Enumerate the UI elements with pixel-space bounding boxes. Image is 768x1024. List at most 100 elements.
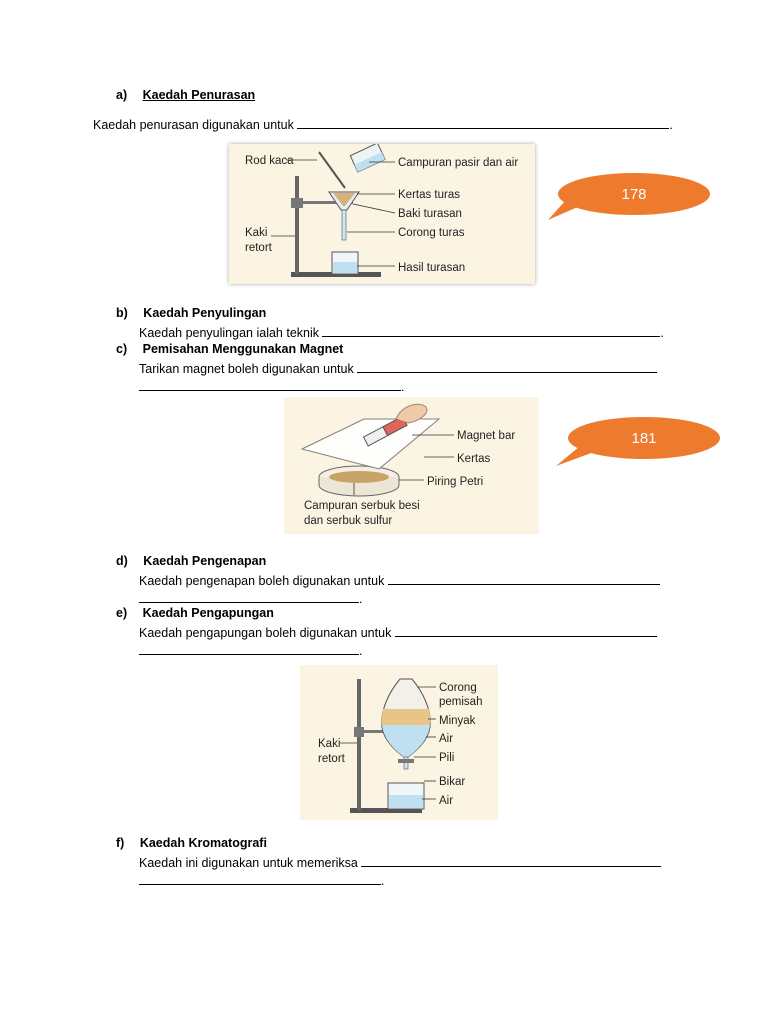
end-mark: . [359,644,363,658]
end-mark: . [359,592,363,606]
section-letter: c) [116,342,128,356]
tap-icon [398,759,414,763]
label-stand-2: retort [245,242,273,254]
section-title: Pemisahan Menggunakan Magnet [142,342,344,356]
answer-blank[interactable] [139,590,359,603]
label-tap: Pili [439,752,454,764]
label-stand-2: retort [318,753,346,765]
label-water: Air [439,733,453,745]
section-e-question-cont: . [139,642,362,658]
label-beaker: Bikar [439,776,465,788]
section-title: Kaedah Pengapungan [142,606,274,620]
label-magnet: Magnet bar [457,430,515,442]
magnet-figure: Magnet bar Kertas Piring Petri Campuran … [284,397,539,534]
section-letter: b) [116,306,128,320]
section-letter: f) [116,836,125,850]
beaker-water [389,795,423,808]
answer-blank[interactable] [139,378,401,391]
answer-blank[interactable] [357,360,658,373]
section-letter: a) [116,88,128,102]
section-title: Kaedah Kromatografi [139,836,267,850]
label-oil: Minyak [439,715,476,727]
label-funnel-1: Corong [439,682,477,694]
hand-icon [395,403,428,424]
clamp-arm [364,730,398,733]
label-rod: Rod kaca [245,155,294,167]
label-paper: Kertas turas [398,189,460,201]
label-funnel-2: pemisah [439,696,482,708]
powder-mix [329,471,389,483]
glass-rod [318,151,346,189]
question-text: Tarikan magnet boleh digunakan untuk [139,362,354,376]
funnel-stem [341,209,347,241]
section-a-question: Kaedah penurasan digunakan untuk . [93,116,673,132]
section-title: Kaedah Penurasan [142,88,256,102]
pouring-beaker-icon [349,142,386,173]
callout-number: 178 [621,186,646,203]
label-mixture: Campuran pasir dan air [398,157,518,169]
label-filtrate: Hasil turasan [398,262,465,274]
residue-mark [333,193,355,206]
question-text: Kaedah ini digunakan untuk memeriksa [139,856,358,870]
callout-bubble: 178 [548,173,710,220]
section-e-question: Kaedah pengapungan boleh digunakan untuk [139,624,657,640]
section-title: Kaedah Pengenapan [143,554,267,568]
section-c-question: Tarikan magnet boleh digunakan untuk [139,360,658,376]
end-mark: . [381,874,385,888]
section-c-question-cont: . [139,378,404,394]
stand-rod [357,679,361,810]
label-mix-2: dan serbuk sulfur [304,515,392,527]
section-b-heading: b) Kaedah Penyulingan [116,306,266,320]
label-dish: Piring Petri [427,476,483,488]
water-layer [382,725,430,757]
section-c-heading: c) Pemisahan Menggunakan Magnet [116,342,343,356]
section-f-question-cont: . [139,872,384,888]
answer-blank[interactable] [394,624,657,637]
clamp-arm [303,201,353,204]
answer-blank[interactable] [322,324,661,337]
section-d-question-cont: . [139,590,362,606]
question-text: Kaedah penyulingan ialah teknik [139,326,319,340]
filtration-diagram: Rod kaca Campuran pasir dan air Kertas t… [245,142,518,277]
section-e-heading: e) Kaedah Pengapungan [116,606,274,620]
label-water2: Air [439,795,453,807]
callout-number: 181 [631,430,656,447]
label-stand-1: Kaki [245,227,267,239]
separating-funnel-diagram: Corong pemisah Minyak Air Pili Bikar Air… [318,678,482,813]
question-text: Kaedah pengapungan boleh digunakan untuk [139,626,392,640]
section-a-heading: a) Kaedah Penurasan [116,88,255,102]
answer-blank[interactable] [361,854,662,867]
end-mark: . [660,326,664,340]
section-d-question: Kaedah pengenapan boleh digunakan untuk [139,572,660,588]
label-paper: Kertas [457,453,490,465]
label-funnel: Corong turas [398,227,465,239]
end-mark: . [669,118,673,132]
stand-rod [295,176,299,274]
answer-blank[interactable] [139,872,381,885]
clamp-boss [354,727,364,737]
section-d-heading: d) Kaedah Pengenapan [116,554,266,568]
section-letter: e) [116,606,128,620]
section-f-heading: f) Kaedah Kromatografi [116,836,267,850]
label-residue: Baki turasan [398,208,462,220]
filtrate-water [333,262,357,273]
section-letter: d) [116,554,128,568]
answer-blank[interactable] [297,116,670,129]
callout-bubble: 181 [556,417,720,466]
magnet-diagram: Magnet bar Kertas Piring Petri Campuran … [300,403,515,527]
section-b-question: Kaedah penyulingan ialah teknik . [139,324,664,340]
clamp-boss [291,198,303,208]
section-title: Kaedah Penyulingan [143,306,267,320]
question-text: Kaedah penurasan digunakan untuk [93,118,294,132]
filtration-figure: Rod kaca Campuran pasir dan air Kertas t… [229,142,535,284]
answer-blank[interactable] [139,642,359,655]
label-stand-1: Kaki [318,738,340,750]
answer-blank[interactable] [387,572,660,585]
label-mix-1: Campuran serbuk besi [304,500,420,512]
stand-base [350,808,422,813]
oil-layer [381,709,431,725]
separating-funnel-figure: Corong pemisah Minyak Air Pili Bikar Air… [300,665,498,820]
question-text: Kaedah pengenapan boleh digunakan untuk [139,574,385,588]
section-f-question: Kaedah ini digunakan untuk memeriksa [139,854,662,870]
end-mark: . [401,380,405,394]
